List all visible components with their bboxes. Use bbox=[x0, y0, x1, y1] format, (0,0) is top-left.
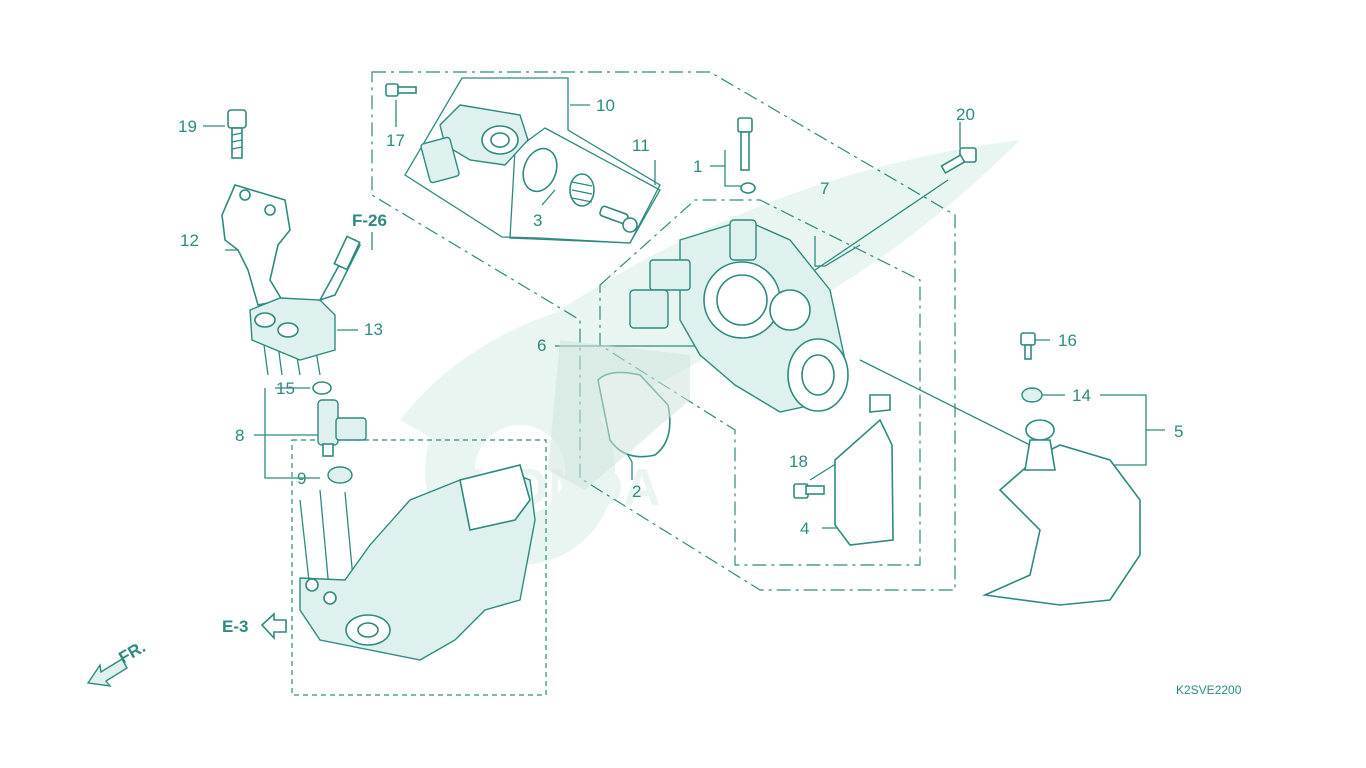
part-17-screw bbox=[385, 83, 417, 97]
callout-17: 17 bbox=[386, 131, 405, 150]
part-11-spring-kit bbox=[569, 173, 638, 233]
callout-5: 5 bbox=[1174, 422, 1183, 441]
port-shading bbox=[548, 340, 690, 490]
part-15-o-ring bbox=[312, 381, 332, 395]
part-3-o-ring bbox=[522, 147, 558, 193]
callout-18: 18 bbox=[789, 452, 808, 471]
part-1-bolt bbox=[737, 117, 756, 194]
part-10-throttle-sensor bbox=[420, 104, 529, 184]
callout-12: 12 bbox=[180, 231, 199, 250]
diagram-code: K2SVE2200 bbox=[1176, 683, 1242, 697]
ref-f26[interactable]: F-26 bbox=[352, 211, 387, 230]
part-12-bracket bbox=[221, 184, 291, 306]
part-16-screw bbox=[1020, 332, 1036, 360]
callout-4: 4 bbox=[800, 519, 809, 538]
callout-10: 10 bbox=[596, 96, 615, 115]
ref-e3[interactable]: E-3 bbox=[222, 617, 248, 636]
callout-16: 16 bbox=[1058, 331, 1077, 350]
callout-11: 11 bbox=[632, 136, 650, 155]
part-18-screw bbox=[793, 483, 825, 499]
callout-15: 15 bbox=[276, 379, 295, 398]
part-9-seal bbox=[327, 466, 353, 484]
callout-13: 13 bbox=[364, 320, 383, 339]
ref-e3-arrow bbox=[260, 612, 287, 641]
part-5-cover bbox=[982, 419, 1141, 606]
part-19-bolt bbox=[227, 109, 247, 159]
part-13-injector-joint bbox=[249, 235, 361, 361]
callout-6: 6 bbox=[537, 336, 546, 355]
callout-8: 8 bbox=[235, 426, 244, 445]
front-arrow: FR. bbox=[86, 637, 149, 687]
callout-20: 20 bbox=[956, 105, 975, 124]
assembly-boundary-main bbox=[371, 71, 956, 591]
callout-19: 19 bbox=[178, 117, 197, 136]
callout-1: 1 bbox=[693, 157, 702, 176]
part-14-washer bbox=[1021, 387, 1043, 403]
callout-9: 9 bbox=[297, 469, 306, 488]
intake-manifold bbox=[299, 464, 536, 661]
callout-3: 3 bbox=[533, 211, 542, 230]
throttle-body bbox=[629, 219, 849, 413]
callout-2: 2 bbox=[632, 482, 641, 501]
callout-7: 7 bbox=[820, 179, 829, 198]
part-20-screw bbox=[940, 147, 977, 175]
callout-14: 14 bbox=[1072, 386, 1091, 405]
part-4-bracket bbox=[834, 394, 894, 546]
intake-boundary bbox=[291, 439, 547, 696]
part-8-injector bbox=[317, 399, 367, 457]
